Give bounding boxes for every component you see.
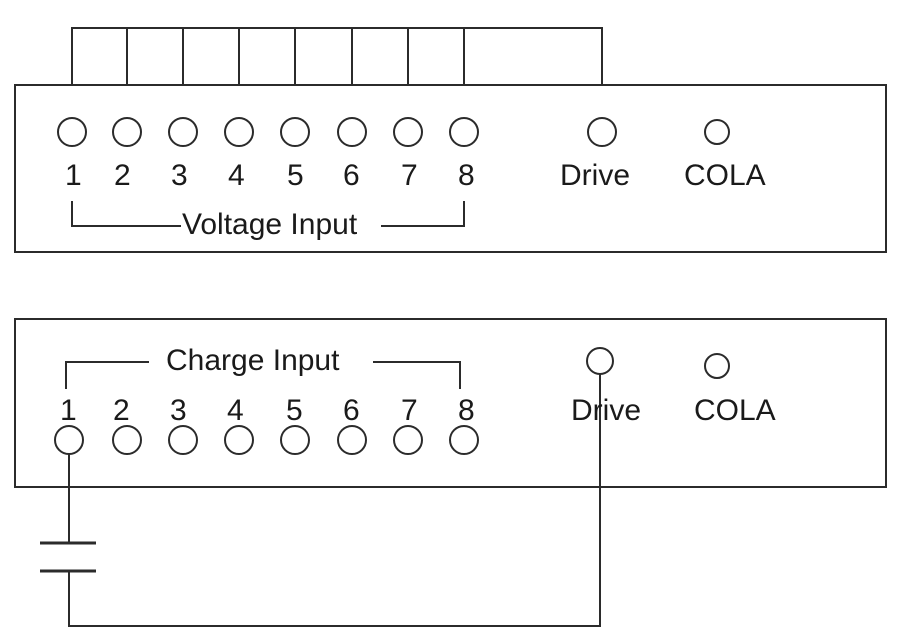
top-drive-terminal[interactable]	[587, 117, 617, 147]
bottom-terminal-3[interactable]	[168, 425, 198, 455]
top-terminal-1[interactable]	[57, 117, 87, 147]
top-group-label: Voltage Input	[182, 208, 358, 241]
top-panel-frame	[14, 84, 887, 253]
top-terminal-5[interactable]	[280, 117, 310, 147]
top-terminal-6[interactable]	[337, 117, 367, 147]
bottom-cola-label: COLA	[694, 394, 776, 427]
bottom-terminal-4[interactable]	[224, 425, 254, 455]
bottom-channel-label-1: 1	[60, 394, 77, 427]
top-channel-label-7: 7	[401, 159, 418, 192]
top-cola-label: COLA	[684, 159, 766, 192]
bottom-panel-frame	[14, 318, 887, 488]
top-channel-label-4: 4	[228, 159, 245, 192]
capacitor-return-wire	[68, 570, 491, 627]
bottom-channel-label-2: 2	[113, 394, 130, 427]
top-channel-label-5: 5	[287, 159, 304, 192]
bottom-channel-label-8: 8	[458, 394, 475, 427]
top-channel-label-2: 2	[114, 159, 131, 192]
top-drive-label: Drive	[560, 159, 630, 192]
bottom-channel-label-6: 6	[343, 394, 360, 427]
bottom-channel-label-5: 5	[286, 394, 303, 427]
top-channel-label-1: 1	[65, 159, 82, 192]
top-terminal-8[interactable]	[449, 117, 479, 147]
top-channel-drops	[71, 27, 465, 119]
top-group-bracket-left	[71, 201, 181, 227]
bottom-channel-label-7: 7	[401, 394, 418, 427]
bottom-terminal-7[interactable]	[393, 425, 423, 455]
top-terminal-3[interactable]	[168, 117, 198, 147]
bottom-cola-terminal[interactable]	[704, 353, 730, 379]
top-channel-label-3: 3	[171, 159, 188, 192]
bottom-drive-wire	[489, 373, 601, 627]
bottom-channel-label-3: 3	[170, 394, 187, 427]
top-cola-terminal[interactable]	[704, 119, 730, 145]
bottom-channel-label-4: 4	[227, 394, 244, 427]
bottom-group-label: Charge Input	[166, 344, 340, 377]
top-group-bracket-right	[381, 201, 465, 227]
bottom-drive-label: Drive	[571, 394, 641, 427]
top-channel-label-8: 8	[458, 159, 475, 192]
bottom-terminal-8[interactable]	[449, 425, 479, 455]
capacitor-symbol	[40, 541, 96, 573]
bottom-group-bracket-left	[65, 361, 149, 389]
top-terminal-7[interactable]	[393, 117, 423, 147]
bottom-terminal-1[interactable]	[54, 425, 84, 455]
bottom-terminal-5[interactable]	[280, 425, 310, 455]
bottom-terminal-2[interactable]	[112, 425, 142, 455]
bottom-drive-terminal[interactable]	[586, 347, 614, 375]
top-channel-label-6: 6	[343, 159, 360, 192]
top-terminal-2[interactable]	[112, 117, 142, 147]
bottom-group-bracket-right	[373, 361, 461, 389]
bottom-terminal-6[interactable]	[337, 425, 367, 455]
bottom-panel: Charge Input 1 2 3 4 5 6 7 8 Drive COLA	[14, 318, 887, 627]
top-terminal-4[interactable]	[224, 117, 254, 147]
top-panel: 1 2 3 4 5 6 7 8 Drive COLA Voltage Input	[14, 27, 887, 253]
